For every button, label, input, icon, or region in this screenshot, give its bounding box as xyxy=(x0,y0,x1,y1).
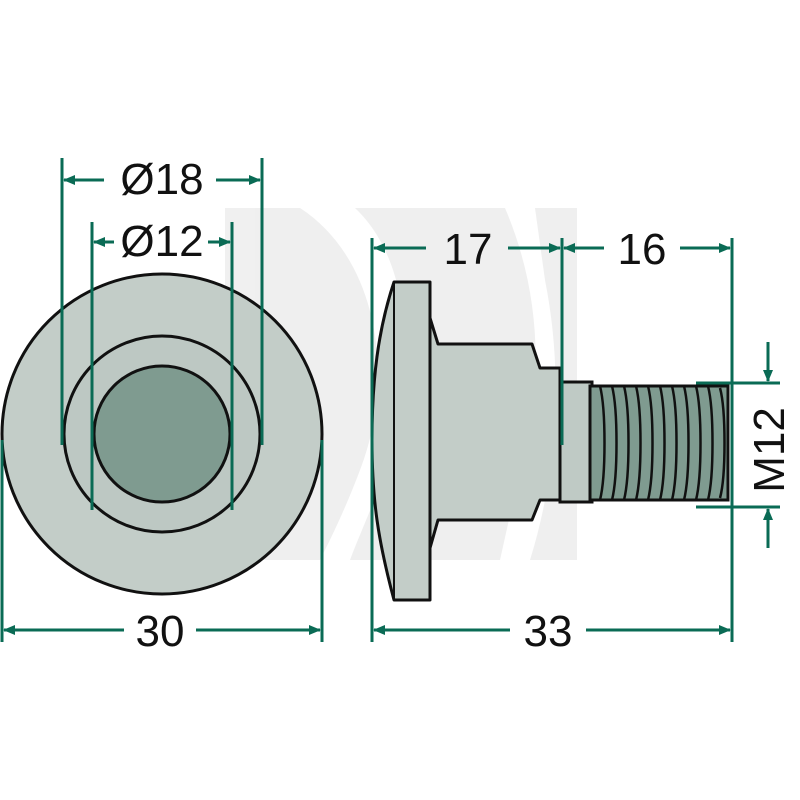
bolt-shank xyxy=(558,380,594,504)
total-length-label: 33 xyxy=(524,607,573,656)
bolt-shank-circle xyxy=(92,364,232,504)
outer-diameter-label: 30 xyxy=(136,607,185,656)
thread-length-label: 16 xyxy=(618,225,667,274)
middle-diameter-label: Ø18 xyxy=(120,155,203,204)
bolt-thread xyxy=(588,384,730,502)
inner-diameter-label: Ø12 xyxy=(120,217,203,266)
thread-size-label: M12 xyxy=(745,407,794,493)
side-view: 17 16 33 M12 xyxy=(370,225,794,656)
front-view: Ø18 Ø12 30 xyxy=(0,155,324,656)
head-length-label: 17 xyxy=(444,225,493,274)
